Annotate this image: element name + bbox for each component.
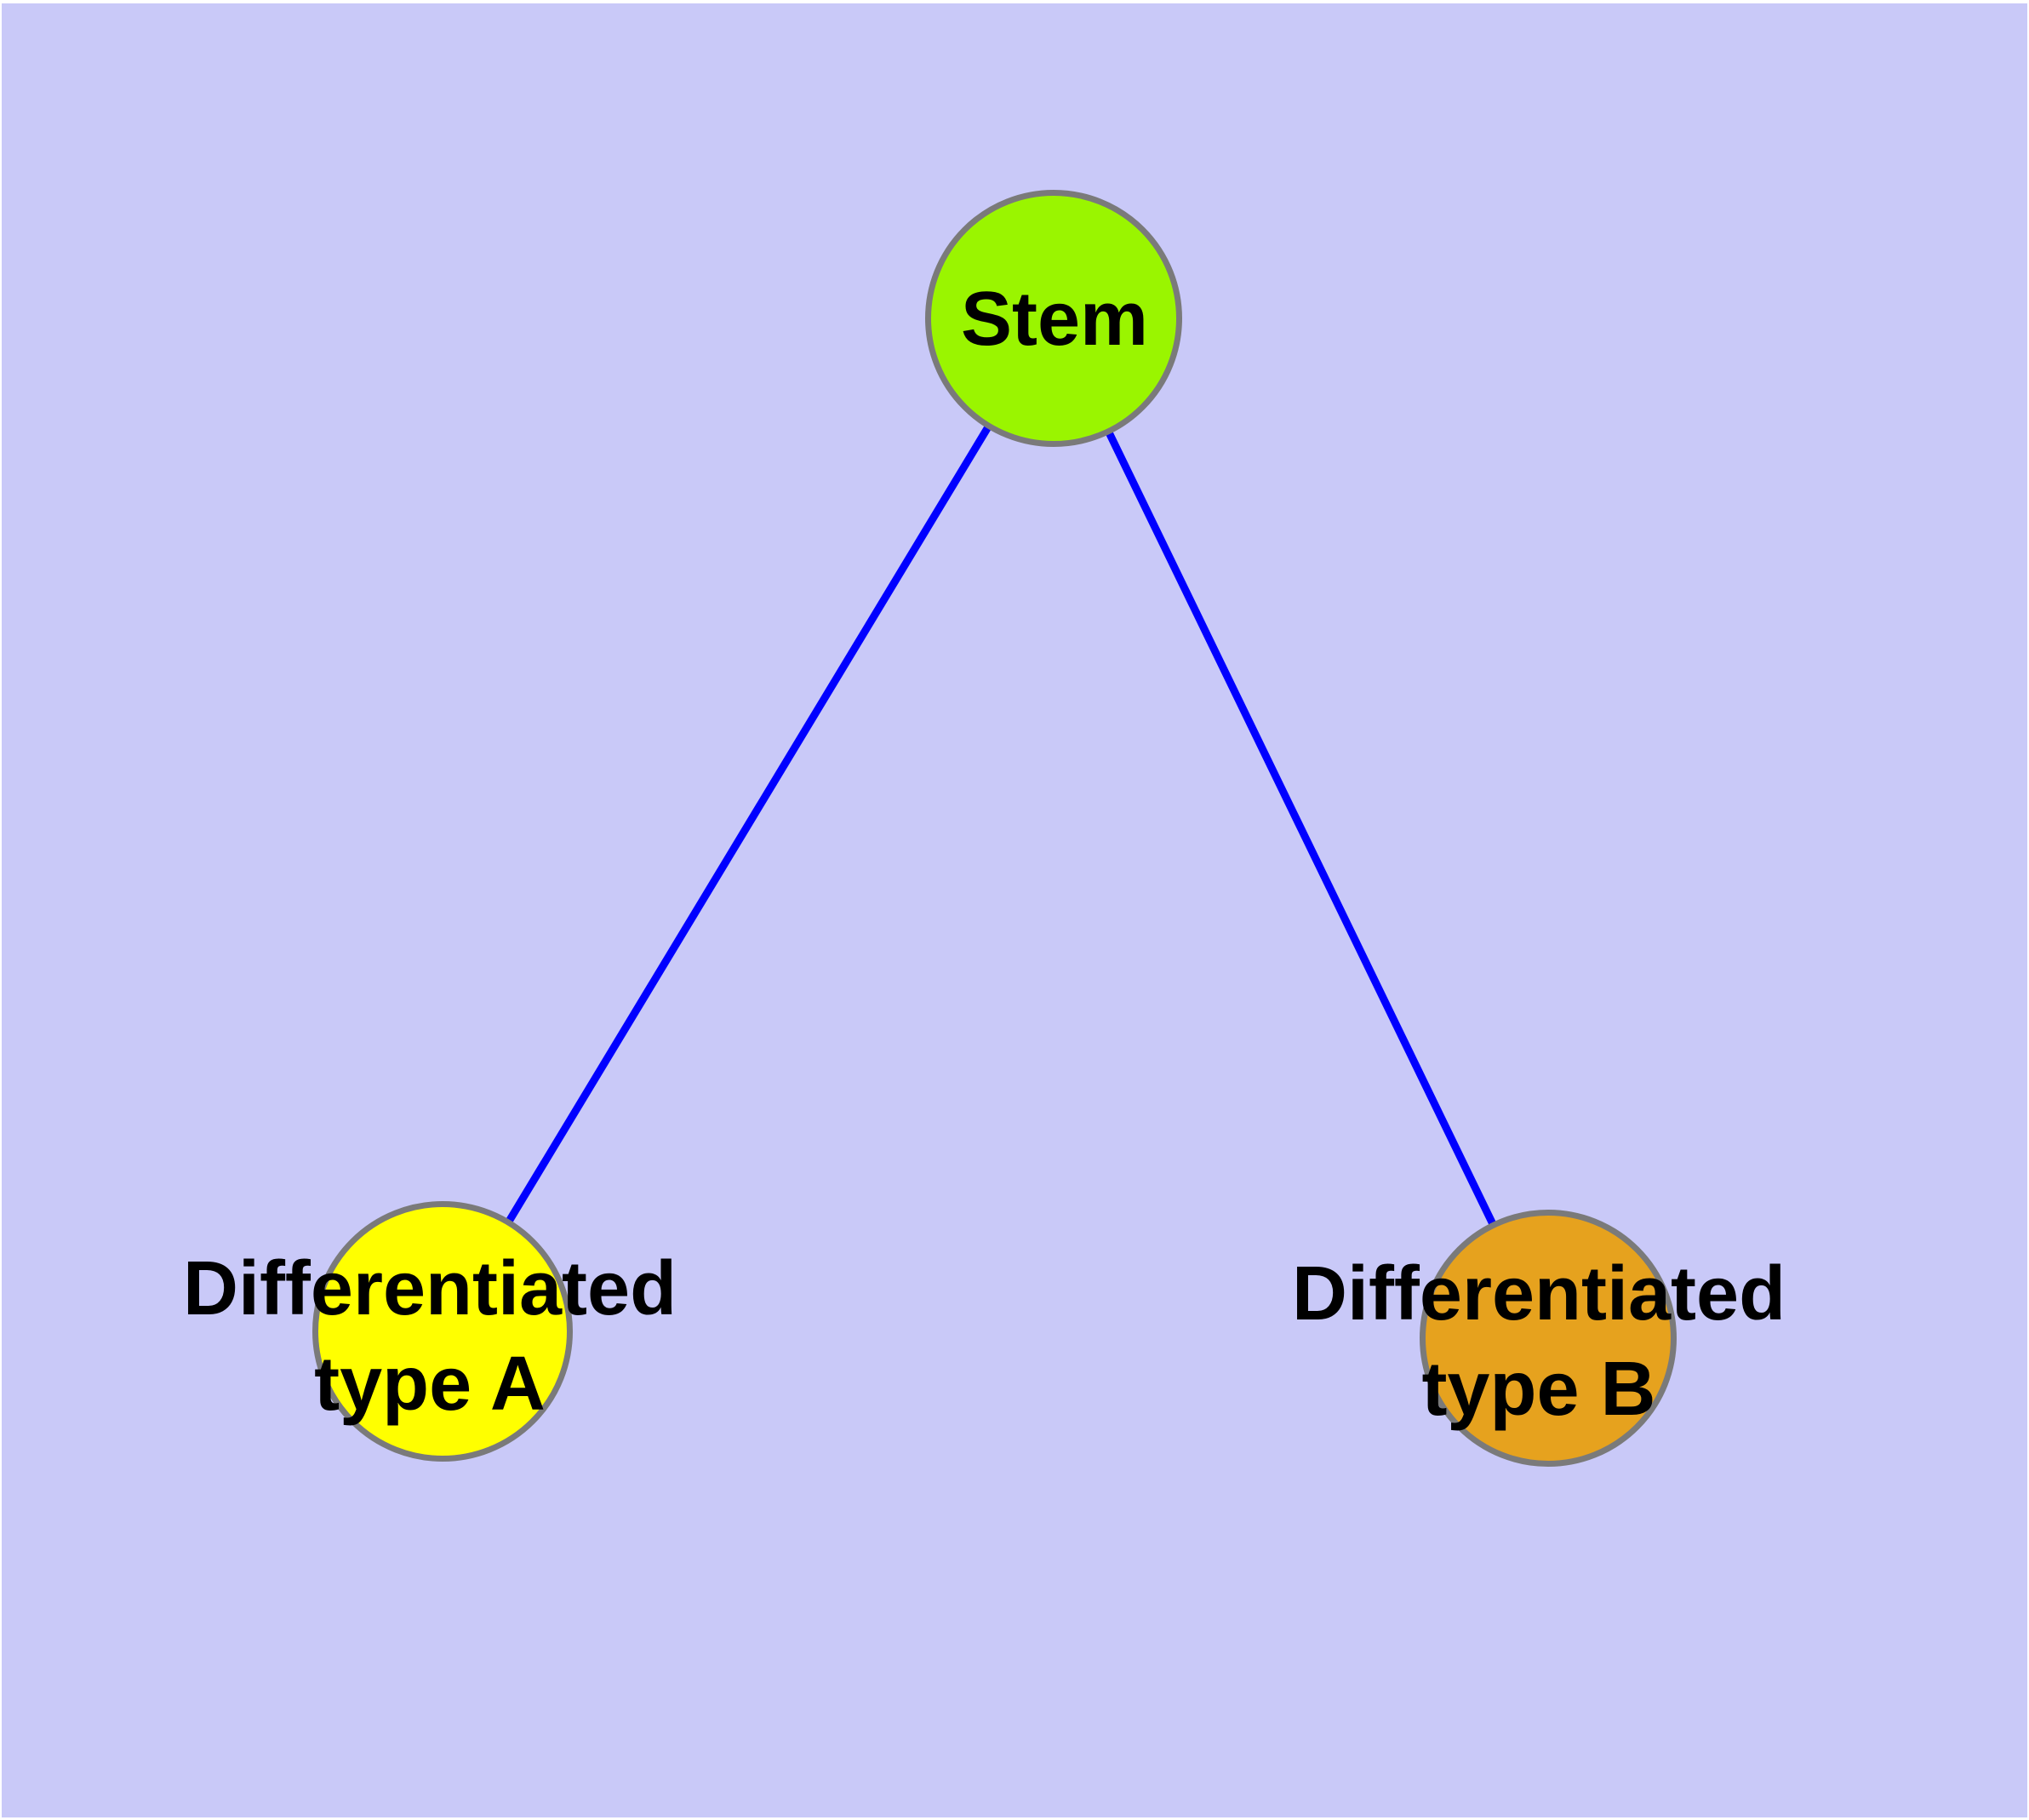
node-label-differentiated-type-a: Differentiated type A [182,1246,677,1427]
node-label-stem: Stem [960,277,1149,362]
node-label-differentiated-type-b: Differentiated type B [1291,1251,1786,1432]
